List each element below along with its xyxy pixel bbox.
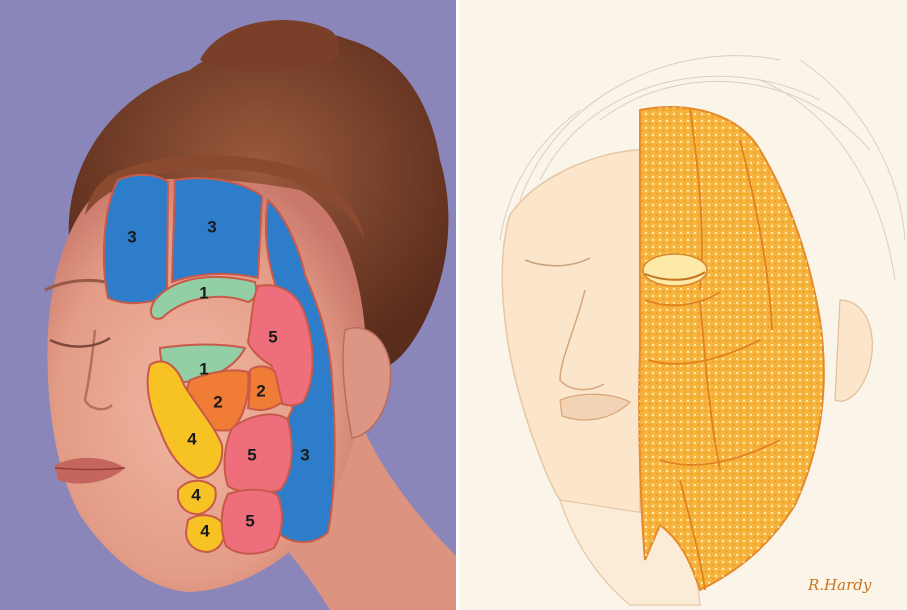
zone-forehead-right [172, 178, 262, 282]
right-panel: R.Hardy [459, 0, 907, 610]
panel-divider [456, 0, 459, 610]
zone-label-lateral-jowl: 5 [245, 511, 254, 530]
zone-label-jowl-upper: 4 [191, 485, 201, 504]
zone-label-lower-orbital: 1 [199, 359, 208, 378]
zone-label-lateral-temporal-cheek: 5 [268, 327, 277, 346]
zone-label-middle-cheek: 2 [256, 381, 265, 400]
zone-label-jowl-lower: 4 [200, 521, 210, 540]
zone-label-forehead-left: 3 [127, 227, 136, 246]
zone-label-forehead-right: 3 [207, 217, 216, 236]
zone-mid-cheek [225, 414, 292, 493]
eye-lid-fat [643, 254, 707, 286]
zone-label-upper-orbital: 1 [199, 283, 208, 302]
left-panel: 3 3 3 1 1 5 2 2 4 5 4 4 5 [0, 0, 460, 610]
zone-label-medial-cheek: 2 [213, 392, 222, 411]
zone-label-mid-cheek: 5 [247, 445, 256, 464]
artist-signature: R.Hardy [807, 576, 872, 594]
zone-label-temporal: 3 [300, 445, 309, 464]
zone-label-nasolabial: 4 [187, 429, 197, 448]
